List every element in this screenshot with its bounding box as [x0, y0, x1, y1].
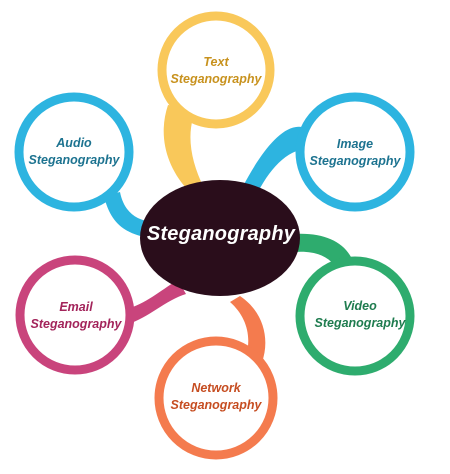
petal-audio-ring [14, 92, 134, 212]
petal-video-ring [295, 256, 415, 376]
petal-email-ring [15, 255, 135, 375]
label-network: Network Steganography [156, 380, 276, 414]
petal-audio-tail [104, 192, 152, 238]
label-audio: Audio Steganography [14, 135, 134, 169]
petal-network-ring [154, 336, 278, 460]
label-email-line2: Steganography [30, 317, 122, 331]
label-image-line1: Image [336, 137, 374, 151]
petal-text [157, 11, 275, 188]
center-node [140, 180, 300, 296]
label-network-line2: Steganography [170, 398, 262, 412]
petal-image-ring [295, 92, 415, 212]
center-label: Steganography [146, 223, 296, 245]
petal-text-ring [157, 11, 275, 129]
label-email-line1: Email [59, 300, 93, 314]
label-image: Image Steganography [295, 136, 415, 170]
petal-network [154, 296, 278, 460]
label-audio-line1: Audio [56, 136, 92, 150]
label-video: Video Steganography [300, 298, 420, 332]
petal-email-tail [128, 280, 186, 324]
label-text-line2: Steganography [170, 72, 262, 86]
petal-image [242, 92, 415, 212]
petal-audio [14, 92, 152, 238]
label-text-line1: Text [203, 55, 229, 69]
label-email: Email Steganography [16, 299, 136, 333]
label-network-line1: Network [191, 381, 241, 395]
label-text: Text Steganography [156, 54, 276, 88]
petal-network-tail [230, 296, 266, 362]
petal-email [15, 255, 186, 375]
petal-text-tail [163, 105, 204, 188]
label-video-line1: Video [343, 299, 377, 313]
label-video-line2: Steganography [314, 316, 406, 330]
label-audio-line2: Steganography [28, 153, 120, 167]
petal-image-tail [242, 126, 312, 192]
label-image-line2: Steganography [309, 154, 401, 168]
petal-video [294, 233, 415, 376]
